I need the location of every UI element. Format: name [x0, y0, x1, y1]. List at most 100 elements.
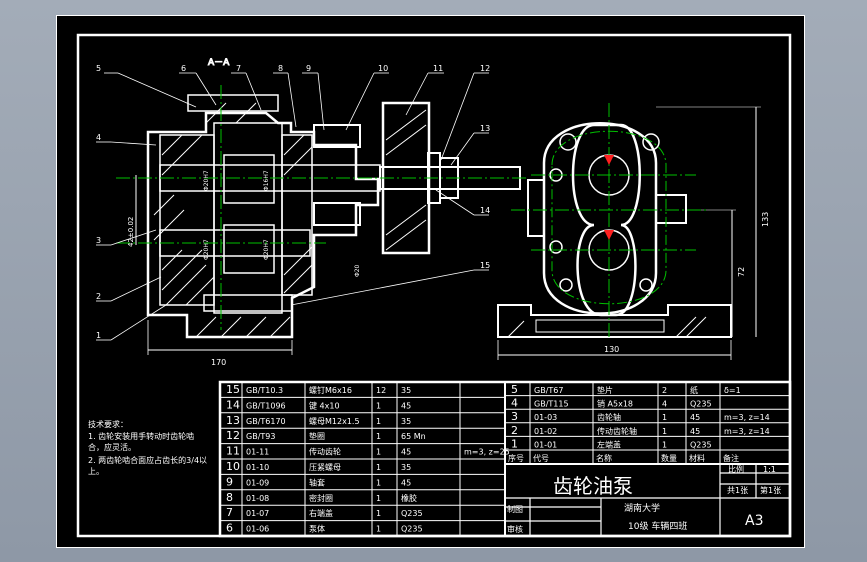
- bom-cell: 01-10: [246, 463, 269, 472]
- bom-cell: 45: [690, 413, 700, 422]
- bom-cell: GB/T115: [534, 400, 569, 409]
- base-slot: [535, 319, 665, 333]
- bom-cell: 1: [376, 448, 381, 457]
- class-name: 10级 车辆四班: [628, 520, 687, 532]
- bom-cell: GB/T1096: [246, 401, 286, 410]
- bom-cell: 1: [511, 437, 518, 450]
- bom-cell: 纸: [690, 385, 698, 395]
- bom-cell: 1: [662, 413, 667, 422]
- bom-cell: 6: [226, 522, 233, 535]
- bom-cell: 右端盖: [309, 508, 333, 518]
- bom-lines: [220, 382, 790, 536]
- bom-cell: 35: [401, 417, 411, 426]
- gear-hatching: [385, 109, 427, 251]
- bom-cell: GB/T10.3: [246, 386, 283, 395]
- leader-label: 13: [480, 124, 490, 133]
- checked-by: 审核: [507, 524, 523, 534]
- bom-cell: 2: [511, 424, 518, 437]
- bolt-hole: [559, 278, 573, 292]
- bom-cell: GB/T93: [246, 432, 275, 441]
- bom-cell: Q235: [690, 440, 712, 449]
- gland-nut: [313, 124, 361, 148]
- bom-cell: 名称: [596, 453, 612, 463]
- bom-cell: δ=1: [724, 386, 741, 395]
- tech-req-line: 1. 齿轮安装用手转动时齿轮啮: [88, 431, 194, 441]
- bom-cell: 泵体: [309, 524, 325, 534]
- bom-cell: 65 Mn: [401, 432, 426, 441]
- bom-cell: 传动齿轮轴: [597, 426, 637, 436]
- drawing-canvas: A－A: [56, 15, 805, 548]
- bom-cell: 45: [690, 427, 700, 436]
- bom-cell: 11: [226, 445, 240, 458]
- leader-label: 8: [278, 64, 283, 73]
- bom-cell: 10: [226, 460, 240, 473]
- bom-cell: 9: [226, 475, 233, 488]
- leader-label: 10: [378, 64, 388, 73]
- tech-req-line: 上。: [88, 467, 104, 476]
- bom-cell: 1: [376, 494, 381, 503]
- bom-cell: 垫片: [597, 385, 613, 395]
- bom-cell: 销 A5x18: [597, 399, 633, 409]
- bom-cell: 密封圈: [309, 493, 333, 503]
- bolt-hole: [639, 278, 653, 292]
- pump-body-outline: [146, 111, 380, 339]
- leader-label: 3: [96, 236, 101, 245]
- bom-cell: 12: [376, 386, 386, 395]
- driven-gear: [223, 224, 275, 274]
- dim-phi-3: Φ16H7: [263, 170, 270, 191]
- mounting-base: [497, 304, 732, 338]
- center-lines-left: [116, 85, 526, 330]
- bom-cell: 数量: [661, 453, 677, 463]
- bom-cell: 螺钉M6x16: [309, 385, 352, 395]
- bom-cell: m=3, z=14: [724, 427, 770, 436]
- tech-req-title: 技术要求：: [88, 419, 128, 429]
- outer-border: [56, 15, 805, 548]
- body-section: [213, 122, 283, 314]
- leader-label: 4: [96, 133, 101, 142]
- top-bolt: [187, 94, 279, 112]
- bom-cell: 材料: [689, 453, 705, 463]
- leader-label: 14: [480, 206, 490, 215]
- bom-cell: 垫圈: [309, 431, 325, 441]
- scale-value: 1:1: [763, 465, 776, 474]
- left-port: [527, 179, 545, 237]
- bom-cell: Q235: [690, 400, 712, 409]
- right-cover-section: [281, 134, 313, 296]
- bom-cell: 橡胶: [401, 493, 417, 503]
- paper-size: A3: [745, 513, 763, 529]
- gland-sleeve: [313, 202, 361, 226]
- dim-phi-1: Φ20H7: [203, 170, 210, 191]
- bom-cell: 左端盖: [597, 439, 621, 449]
- housing-outline: [542, 122, 658, 315]
- center-lines-right: [511, 103, 706, 340]
- bom-cell: 35: [401, 386, 411, 395]
- bom-cell: 代号: [533, 453, 549, 463]
- bom-cell: 1: [376, 525, 381, 534]
- leader-label: 6: [181, 64, 186, 73]
- bolt-hole: [559, 133, 577, 151]
- leader-label: 1: [96, 331, 101, 340]
- bom-cell: 2: [662, 386, 667, 395]
- leader-label: 9: [306, 64, 311, 73]
- dim-phi-2: Φ20H7: [203, 239, 210, 260]
- bom-cell: 4: [662, 400, 667, 409]
- bom-cell: 轴套: [309, 477, 325, 487]
- dim-phi-5: Φ20: [354, 264, 361, 277]
- drawn-by: 制图: [507, 504, 523, 514]
- bom-cell: 01-11: [246, 448, 269, 457]
- bom-cell: GB/T67: [534, 386, 563, 395]
- school-name: 湖南大学: [624, 502, 660, 514]
- bom-cell: 35: [401, 463, 411, 472]
- dim-center-distance: 42±0.02: [127, 217, 135, 247]
- tech-req-line: 2. 两齿轮啮合面应占齿长的3/4以: [88, 455, 207, 465]
- bom-cell: 01-09: [246, 478, 269, 487]
- tech-req-line: 合，应灵活。: [88, 442, 136, 452]
- bom-cell: 1: [376, 509, 381, 518]
- bolt-hole: [549, 240, 563, 254]
- bom-cell: 01-07: [246, 509, 269, 518]
- leader-lines: [96, 72, 489, 341]
- dim-phi-4: Φ20H7: [263, 239, 270, 260]
- bom-cell: 14: [226, 398, 240, 411]
- bom-cell: 45: [401, 401, 411, 410]
